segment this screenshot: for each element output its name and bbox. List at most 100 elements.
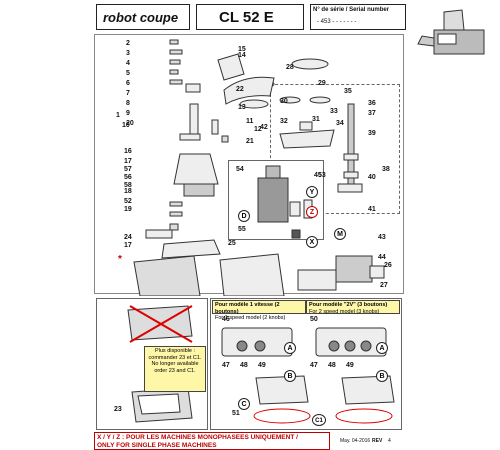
- label-43: 43: [378, 234, 386, 241]
- label-13: 13: [238, 104, 246, 111]
- model-title: CL 52 E: [219, 9, 274, 26]
- marker-B2: B: [376, 370, 388, 382]
- replacement-sketch: [127, 305, 193, 423]
- label-34: 34: [336, 120, 344, 127]
- label-12: 12: [254, 126, 262, 133]
- speed2-en: For 2 speed model (3 knobs): [309, 308, 380, 315]
- label-15: 15: [238, 46, 246, 53]
- speed1-note: Pour modèle 1 vitesse (2 boutons) For 1 …: [212, 300, 306, 321]
- info-note: Plus disponible : commander 23 et C1. No…: [144, 346, 206, 392]
- label-21: 21: [246, 138, 254, 145]
- label-27: 27: [380, 282, 388, 289]
- label-46: 46: [222, 316, 230, 323]
- label-28: 28: [286, 64, 294, 71]
- label-36: 36: [368, 100, 376, 107]
- label-19: 19: [124, 206, 132, 213]
- label-41: 41: [368, 206, 376, 213]
- label-47: 47: [222, 362, 230, 369]
- footer-rev: 4: [388, 438, 391, 444]
- label-37: 37: [368, 110, 376, 117]
- label-17b: 17: [124, 242, 132, 249]
- label-star: *: [118, 254, 122, 265]
- warning-en: ONLY FOR SINGLE PHASE MACHINES: [97, 442, 217, 449]
- label-16: 16: [124, 148, 132, 155]
- label-58: 58: [124, 182, 132, 189]
- info-note-fr: Plus disponible : commander 23 et C1.: [148, 348, 202, 361]
- label-14: 14: [238, 52, 246, 59]
- label-56: 56: [124, 174, 132, 181]
- label-54: 54: [236, 166, 244, 173]
- label-20: 20: [126, 120, 134, 127]
- label-6: 6: [126, 80, 130, 87]
- marker-A: A: [284, 342, 296, 354]
- info-note-en: No longer available order 23 and C1.: [151, 361, 199, 374]
- warning-fr: X / Y / Z : POUR LES MACHINES MONOPHASEE…: [97, 434, 298, 441]
- marker-D: D: [238, 210, 250, 222]
- label-35: 35: [344, 88, 352, 95]
- label-55: 55: [238, 226, 246, 233]
- serial-box: N° de série / Serial number - 453 - - - …: [310, 4, 406, 30]
- label-17: 17: [124, 158, 132, 165]
- serial-label: N° de série / Serial number: [313, 7, 390, 13]
- label-52: 52: [124, 198, 132, 205]
- label-9: 9: [126, 110, 130, 117]
- label-2: 2: [126, 40, 130, 47]
- label-49b: 49: [346, 362, 354, 369]
- label-48b: 48: [328, 362, 336, 369]
- label-32: 32: [280, 118, 288, 125]
- serial-value: - 453 - - - - - - -: [317, 19, 357, 25]
- warning-box: X / Y / Z : POUR LES MACHINES MONOPHASEE…: [94, 432, 330, 450]
- footer-date: May. 04-2016: [340, 438, 371, 444]
- label-1: 1: [116, 112, 120, 119]
- machine-illustration: [417, 9, 485, 55]
- label-51: 51: [232, 410, 240, 417]
- label-38: 38: [382, 166, 390, 173]
- label-49: 49: [258, 362, 266, 369]
- label-26: 26: [384, 262, 392, 269]
- label-30: 30: [280, 98, 288, 105]
- label-31: 31: [312, 116, 320, 123]
- label-33: 33: [330, 108, 338, 115]
- marker-B: B: [284, 370, 296, 382]
- label-42: 42: [260, 124, 268, 131]
- marker-Y: Y: [306, 186, 318, 198]
- marker-C: C: [238, 398, 250, 410]
- marker-A2: A: [376, 342, 388, 354]
- footer-rev-label: REV: [372, 438, 383, 444]
- model-box: CL 52 E: [196, 4, 304, 30]
- speed2-fr: Pour modèle "2V" (3 boutons): [309, 302, 388, 308]
- label-5: 5: [126, 70, 130, 77]
- label-45: 45: [314, 172, 322, 179]
- marker-M: M: [334, 228, 346, 240]
- label-40: 40: [368, 174, 376, 181]
- speed1-fr: Pour modèle 1 vitesse (2 boutons): [215, 302, 280, 315]
- speed1-en: For 1 speed model (2 knobs): [215, 315, 286, 321]
- label-53: 53: [318, 172, 326, 179]
- label-29: 29: [318, 80, 326, 87]
- label-7: 7: [126, 90, 130, 97]
- label-18: 18: [124, 188, 132, 195]
- marker-X: X: [306, 236, 318, 248]
- label-47b: 47: [310, 362, 318, 369]
- label-24: 24: [124, 234, 132, 241]
- label-39: 39: [368, 130, 376, 137]
- speed2-note: Pour modèle "2V" (3 boutons) For 2 speed…: [306, 300, 400, 315]
- label-10: 10: [122, 122, 130, 129]
- label-8: 8: [126, 100, 130, 107]
- marker-C1: C1: [312, 414, 326, 426]
- brand-box: robot coupe: [96, 4, 190, 30]
- label-44: 44: [378, 254, 386, 261]
- marker-Z: Z: [306, 206, 318, 218]
- control-panel-sketches: [221, 327, 395, 424]
- parts-diagram: [133, 39, 385, 296]
- label-50: 50: [310, 316, 318, 323]
- label-48: 48: [240, 362, 248, 369]
- label-22: 22: [236, 86, 244, 93]
- label-25: 25: [228, 240, 236, 247]
- label-23: 23: [114, 406, 122, 413]
- label-11: 11: [246, 118, 254, 125]
- label-4: 4: [126, 60, 130, 67]
- label-57: 57: [124, 166, 132, 173]
- label-3: 3: [126, 50, 130, 57]
- brand-logo: robot coupe: [103, 10, 179, 25]
